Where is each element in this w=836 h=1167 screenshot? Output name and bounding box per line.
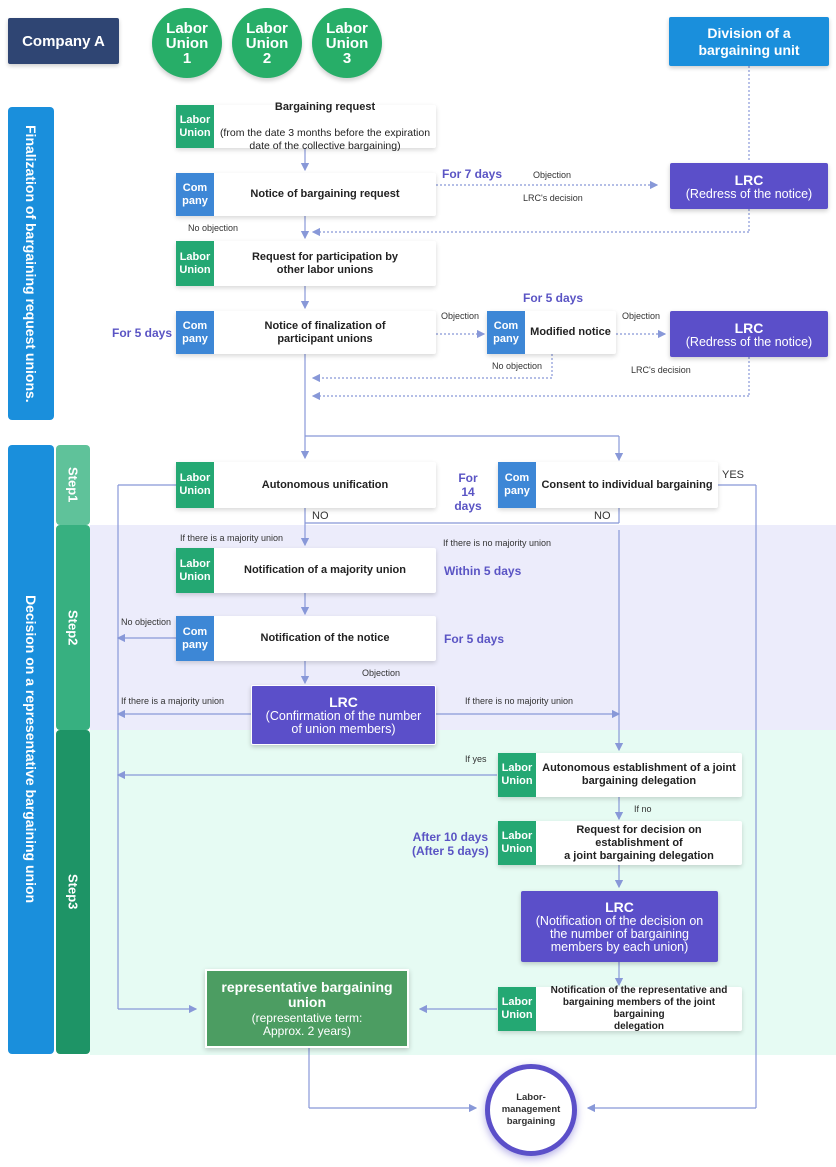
if-majority-label: If there is a majority union (121, 696, 225, 706)
objection-label: Objection (441, 311, 480, 321)
step1-text: Step1 (65, 467, 81, 503)
company-tag: Com pany (487, 311, 525, 354)
labor-union-tag: Labor Union (498, 987, 536, 1031)
finalization-side-label: Finalization of bargaining request union… (8, 107, 54, 420)
notification-notice-text: Notification of the notice (260, 632, 390, 644)
consent-individual-box: Com pany Consent to individual bargainin… (498, 462, 718, 508)
after-10-days-label: After 10 days (After 5 days) (412, 830, 489, 858)
no-objection-label: No objection (121, 617, 172, 627)
participation-request-box: Labor Union Request for participation by… (176, 241, 436, 286)
joint-request-text: Request for decision on establishment of… (564, 823, 714, 862)
lrc-confirmation-subtitle: (Confirmation of the number of union mem… (265, 709, 422, 736)
company-tag: Com pany (176, 616, 214, 661)
labor-union-tag: Labor Union (176, 462, 214, 508)
notification-rep-text: Notification of the representative and b… (550, 985, 728, 1032)
lrc-title: LRC (734, 319, 764, 336)
no-objection-label: No objection (492, 361, 543, 371)
representative-union-title: representative bargaining union (221, 978, 393, 1010)
if-no-label: If no (634, 804, 652, 814)
lrc-redress-box-2: LRC (Redress of the notice) (670, 311, 828, 357)
joint-autonomous-text: Autonomous establishment of a joint barg… (542, 762, 736, 787)
finalization-side-text: Finalization of bargaining request union… (23, 124, 39, 403)
finalization-notice-text: Notice of finalization of participant un… (264, 319, 386, 345)
bargaining-request-title: Bargaining request (274, 100, 376, 113)
labor-management-bargaining-text: Labor- management bargaining (501, 1092, 561, 1127)
participation-request-text: Request for participation by other labor… (251, 250, 399, 276)
notification-rep-box: Labor Union Notification of the represen… (498, 985, 742, 1032)
modified-notice-text: Modified notice (530, 326, 611, 338)
modified-notice-box: Com pany Modified notice (487, 311, 616, 354)
company-tag: Com pany (176, 311, 214, 354)
lrc-decision-subtitle: (Notification of the decision on the num… (535, 914, 704, 954)
labor-union-1-circle: Labor Union 1 (152, 8, 222, 78)
decision-side-text: Decision on a representative bargaining … (23, 595, 39, 904)
if-no-majority-label: If there is no majority union (443, 538, 552, 548)
objection-label: Objection (622, 311, 661, 321)
joint-request-box: Labor Union Request for decision on esta… (498, 821, 742, 865)
for-14-days-label: For 14 days (454, 471, 482, 513)
division-header: Division of a bargaining unit (669, 17, 829, 66)
joint-autonomous-box: Labor Union Autonomous establishment of … (498, 753, 742, 797)
lrc-title: LRC (605, 899, 634, 915)
notice-request-box: Com pany Notice of bargaining request (176, 173, 436, 216)
yes-label: YES (722, 469, 745, 481)
labor-union-2-circle: Labor Union 2 (232, 8, 302, 78)
within-5-days-label: Within 5 days (444, 564, 522, 578)
no-label: NO (312, 510, 329, 522)
no-label: NO (594, 510, 611, 522)
labor-union-3-circle: Labor Union 3 (312, 8, 382, 78)
lrc-title: LRC (329, 694, 358, 710)
labor-union-tag: Labor Union (176, 241, 214, 286)
lrc-subtitle: (Redress of the notice) (685, 186, 813, 201)
step1-label: Step1 (56, 445, 90, 525)
company-tag: Com pany (498, 462, 536, 508)
decision-side-label: Decision on a representative bargaining … (8, 445, 54, 1054)
step2-text: Step2 (65, 609, 81, 646)
lrc-decision-box: LRC (Notification of the decision on the… (521, 891, 718, 962)
step2-label: Step2 (56, 525, 90, 730)
notification-notice-box: Com pany Notification of the notice (176, 616, 436, 661)
if-yes-label: If yes (465, 754, 487, 764)
lrc-subtitle: (Redress of the notice) (685, 334, 813, 349)
company-a-header: Company A (8, 18, 119, 64)
labor-management-bargaining-circle: Labor- management bargaining (485, 1064, 577, 1156)
notification-majority-text: Notification of a majority union (244, 564, 406, 576)
finalization-notice-box: Com pany Notice of finalization of parti… (176, 311, 436, 354)
lrc-decision-label: LRC's decision (631, 365, 691, 375)
lrc-decision-label: LRC's decision (523, 193, 583, 203)
for-7-days-label: For 7 days (442, 167, 503, 181)
autonomous-unification-box: Labor Union Autonomous unification (176, 462, 436, 508)
step3-label: Step3 (56, 730, 90, 1054)
notification-majority-box: Labor Union Notification of a majority u… (176, 548, 436, 593)
objection-label: Objection (533, 170, 572, 180)
bargaining-request-box: Labor Union Bargaining request (from the… (176, 101, 436, 152)
if-no-majority-label: If there is no majority union (465, 696, 574, 706)
for-5-days-label: For 5 days (523, 291, 584, 305)
no-objection-label: No objection (188, 223, 239, 233)
representative-union-box: representative bargaining union (represe… (205, 969, 409, 1048)
for-5-days-label: For 5 days (112, 326, 173, 340)
labor-union-tag: Labor Union (498, 753, 536, 797)
if-majority-label: If there is a majority union (180, 533, 284, 543)
objection-label: Objection (362, 668, 401, 678)
company-tag: Com pany (176, 173, 214, 216)
lrc-redress-box-1: LRC (Redress of the notice) (670, 163, 828, 209)
labor-union-tag: Labor Union (176, 548, 214, 593)
lrc-title: LRC (734, 171, 764, 188)
labor-union-tag: Labor Union (176, 105, 214, 148)
for-5-days-label: For 5 days (444, 632, 505, 646)
notice-request-text: Notice of bargaining request (250, 188, 400, 200)
bargaining-request-subtitle: (from the date 3 months before the expir… (219, 126, 431, 152)
consent-individual-text: Consent to individual bargaining (541, 478, 713, 491)
step3-text: Step3 (65, 874, 81, 910)
representative-union-term: (representative term: Approx. 2 years) (251, 1010, 363, 1038)
labor-union-tag: Labor Union (498, 821, 536, 865)
bargaining-request-text: Bargaining request (from the date 3 mont… (214, 88, 436, 166)
autonomous-unification-text: Autonomous unification (261, 478, 389, 491)
lrc-confirmation-box: LRC (Confirmation of the number of union… (251, 685, 436, 745)
